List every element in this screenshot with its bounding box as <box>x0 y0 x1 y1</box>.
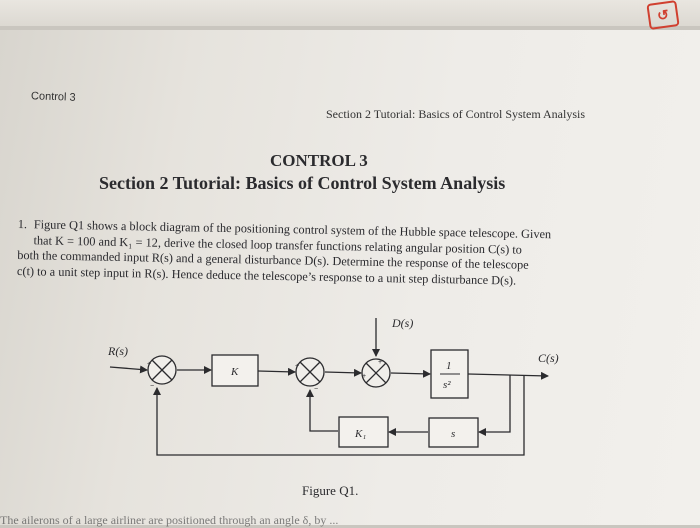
next-question-partial: The ailerons of a large airliner are pos… <box>0 513 339 527</box>
document-title: CONTROL 3 <box>270 151 368 170</box>
header-right-label: Section 2 Tutorial: Basics of Control Sy… <box>326 107 586 121</box>
question-paragraph: 1.Figure Q1 shows a block diagram of the… <box>17 217 658 291</box>
label-output-c: C(s) <box>538 351 559 365</box>
wire-input <box>109 365 148 374</box>
header-left-label: Control 3 <box>30 90 76 104</box>
block-k1 <box>338 416 389 448</box>
summing-junction-1 <box>147 355 177 385</box>
app-logo-icon: ↺ <box>646 0 680 30</box>
block-k-label: K <box>230 366 239 378</box>
sum3-plus-sign-left: + <box>362 373 366 380</box>
block-s-label: s <box>451 428 455 440</box>
sum1-minus-sign: − <box>150 383 154 390</box>
wire-outer-feedback <box>153 376 525 456</box>
wire-inner-feedback-out <box>478 375 511 436</box>
sum3-plus-sign-top: + <box>378 359 382 366</box>
block-k1-label: K₁ <box>354 428 366 440</box>
wire-k-sum2 <box>257 367 296 376</box>
label-input-r: R(s) <box>107 344 128 358</box>
block-plant <box>430 349 469 399</box>
figure-caption: Figure Q1. <box>302 483 359 498</box>
block-plant-denominator: s² <box>443 379 451 391</box>
summing-junction-2 <box>295 357 325 387</box>
block-k <box>211 354 259 387</box>
wire-output <box>467 371 549 380</box>
sum1-plus-sign: + <box>147 361 151 368</box>
block-plant-numerator: 1 <box>446 360 452 372</box>
label-disturbance-d: D(s) <box>391 316 413 330</box>
sum2-minus-sign: − <box>314 386 318 393</box>
wire-sum3-plant <box>390 369 431 378</box>
question-number: 1. <box>17 217 28 232</box>
block-diagram: R(s) C(s) D(s) K K₁ s 1 s² + − + − + + <box>107 316 559 456</box>
block-s <box>428 417 479 448</box>
summing-junction-3 <box>361 358 391 388</box>
background-top-strip <box>0 0 700 26</box>
wire-sum2-sum3 <box>324 368 362 377</box>
wire-k1-sum2 <box>306 389 338 432</box>
document-subtitle: Section 2 Tutorial: Basics of Control Sy… <box>99 173 506 193</box>
sum2-plus-sign: + <box>295 363 299 370</box>
